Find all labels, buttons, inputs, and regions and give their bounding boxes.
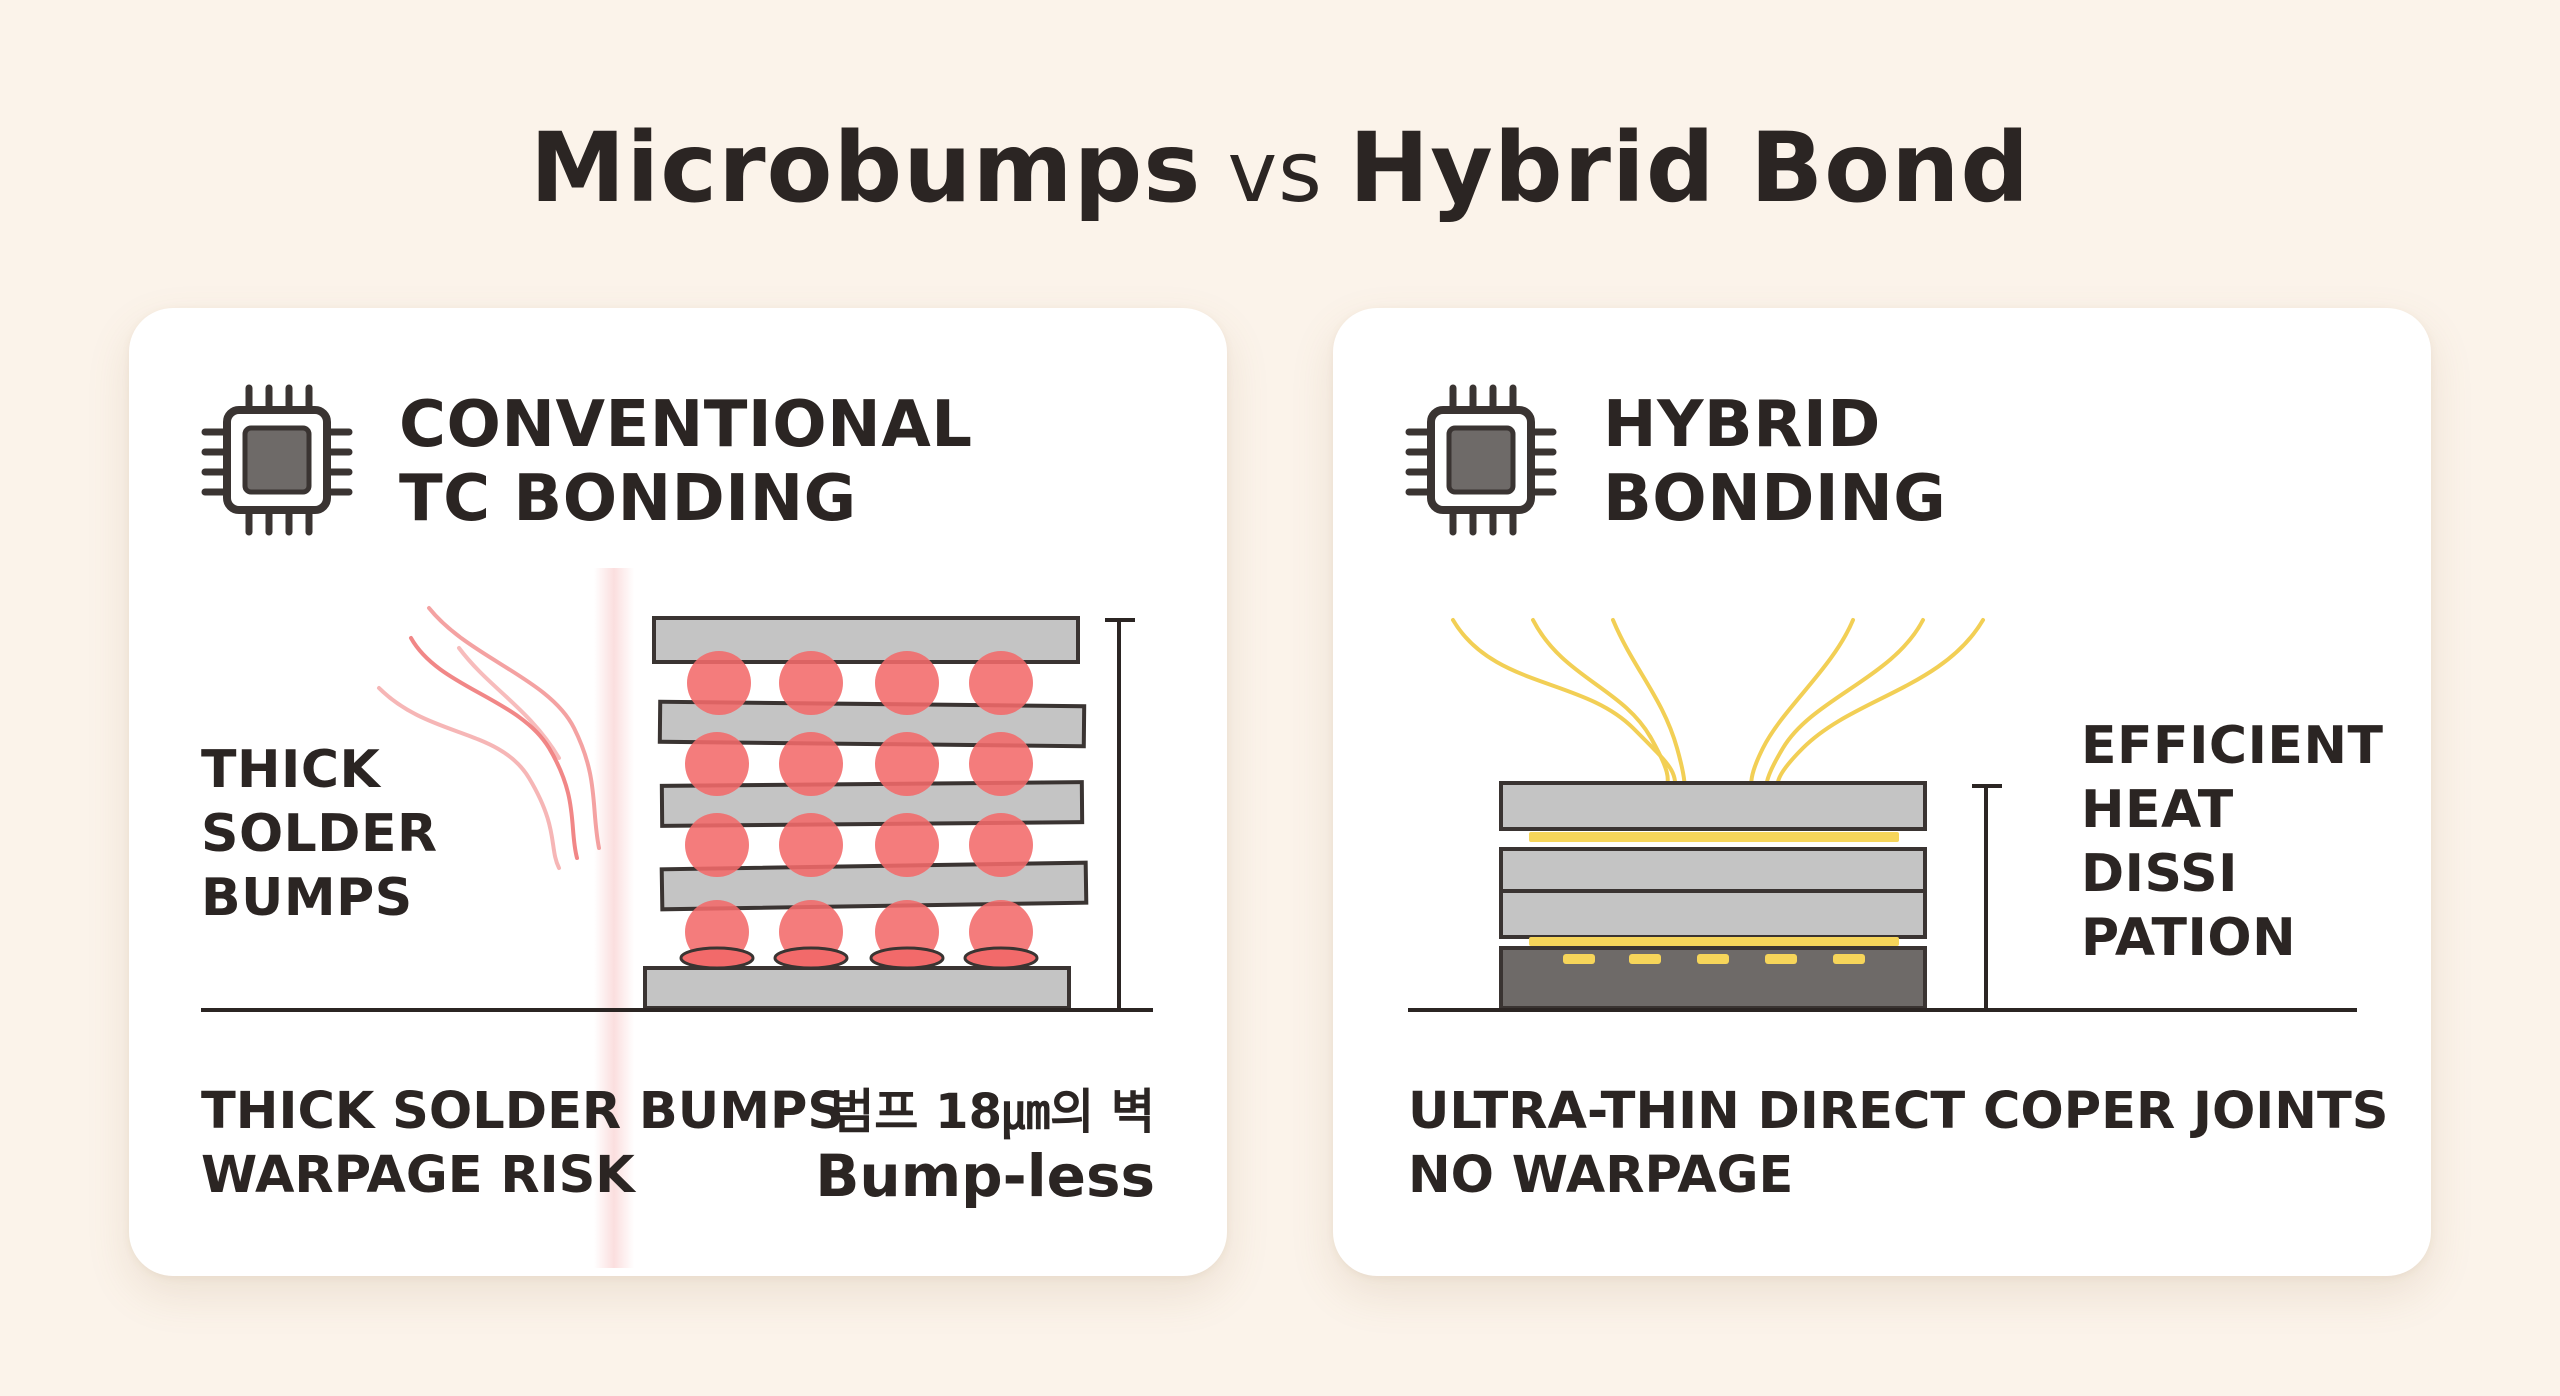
heat-glow <box>594 568 634 1268</box>
caption-left: THICK SOLDER BUMPS WARPAGE RISK <box>201 1080 844 1208</box>
page-title: Microbumps vs Hybrid Bond <box>0 112 2560 224</box>
side-label-thick-solder-bumps: THICK SOLDER BUMPS <box>201 738 438 930</box>
caption-left: ULTRA-THIN DIRECT COPER JOINTS NO WARPAG… <box>1408 1080 2388 1208</box>
title-vs: vs <box>1227 123 1323 221</box>
card-heading-line: TC BONDING <box>399 462 857 536</box>
caption-line: THICK SOLDER BUMPS <box>201 1082 845 1141</box>
die-layer <box>659 780 1085 828</box>
card-heading-line: CONVENTIONAL <box>399 388 973 462</box>
die-layer <box>659 860 1089 912</box>
card-heading: CONVENTIONAL TC BONDING <box>399 388 973 536</box>
caption-bump-less: Bump-less <box>815 1142 1155 1210</box>
chip-icon <box>201 384 353 536</box>
solder-bumps <box>685 651 1033 964</box>
die-layer <box>1499 889 1927 939</box>
substrate <box>643 966 1071 1010</box>
die-layer <box>1499 781 1927 831</box>
side-label-efficient-heat-dissipation: EFFICIENT HEAT DISSI PATION <box>2081 714 2383 970</box>
side-label-line: HEAT <box>2081 780 2234 840</box>
tc-bonding-diagram <box>201 568 1153 1268</box>
side-label-line: THICK <box>201 740 381 800</box>
caption-line: NO WARPAGE <box>1408 1146 1794 1205</box>
card-hybrid-bonding: HYBRID BONDING <box>1333 308 2431 1276</box>
side-label-line: DISSI <box>2081 844 2238 904</box>
caption-right: 범프 18㎛의 벽 Bump-less <box>815 1080 1155 1208</box>
side-label-line: BUMPS <box>201 868 413 928</box>
card-conventional-tc-bonding: CONVENTIONAL TC BONDING <box>129 308 1227 1276</box>
bond-interfaces <box>1529 832 1899 946</box>
heat-waves-yellow <box>1451 618 1985 810</box>
chip-icon <box>1405 384 1557 536</box>
title-microbumps: Microbumps <box>529 112 1202 224</box>
side-label-line: EFFICIENT <box>2081 716 2384 776</box>
title-hybrid-bond: Hybrid Bond <box>1348 112 2031 224</box>
bump-pads <box>679 946 1039 970</box>
die-stack <box>1499 781 1927 1010</box>
die-layer <box>657 699 1087 749</box>
caption-korean: 범프 18㎛의 벽 <box>830 1084 1155 1140</box>
side-label-line: PATION <box>2081 908 2297 968</box>
card-heading-line: HYBRID <box>1603 388 1881 462</box>
card-heading: HYBRID BONDING <box>1603 388 1946 536</box>
card-heading-line: BONDING <box>1603 462 1947 536</box>
die-layer <box>1499 847 1927 897</box>
side-label-line: SOLDER <box>201 804 438 864</box>
caption-line: ULTRA-THIN DIRECT COPER JOINTS <box>1408 1082 2389 1141</box>
height-marker <box>1105 618 1135 1008</box>
height-marker <box>1972 784 2002 1008</box>
caption-line: WARPAGE RISK <box>201 1146 635 1205</box>
cu-pads <box>1563 954 1865 964</box>
hybrid-bonding-diagram <box>1408 618 2357 1012</box>
